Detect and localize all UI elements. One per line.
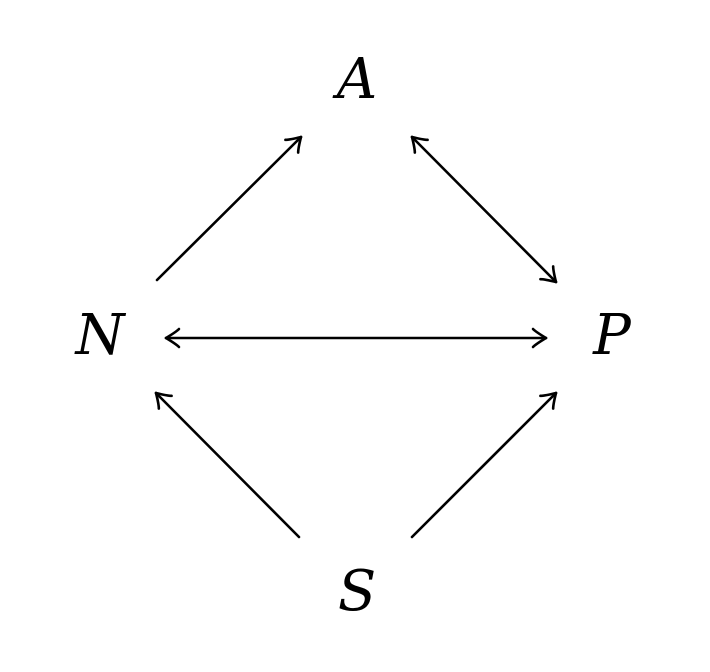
edge-s-to-p-line: [410, 391, 558, 539]
edge-n-to-a: [155, 135, 303, 282]
arrowhead-at-p-icon: [531, 327, 548, 349]
edge-n-to-p: [164, 327, 548, 349]
node-s-label: S: [338, 559, 376, 624]
arrowhead-at-n-icon: [154, 391, 173, 410]
arrowhead-at-a-icon: [284, 135, 303, 154]
edge-a-to-p-line: [410, 135, 558, 284]
arrowhead-at-n-icon: [164, 327, 181, 349]
node-n-label: N: [74, 303, 127, 368]
edge-s-to-p: [410, 391, 558, 539]
node-p-label: P: [592, 303, 632, 368]
node-a-label: A: [332, 47, 377, 112]
edge-a-to-p: [410, 135, 558, 284]
arrowhead-at-p-icon: [539, 391, 558, 410]
arrowhead-at-a-icon: [410, 135, 429, 154]
edge-n-to-a-line: [155, 135, 303, 282]
edge-s-to-n-line: [154, 391, 301, 539]
arrowhead-at-p-icon: [539, 265, 558, 284]
edge-s-to-n: [154, 391, 301, 539]
